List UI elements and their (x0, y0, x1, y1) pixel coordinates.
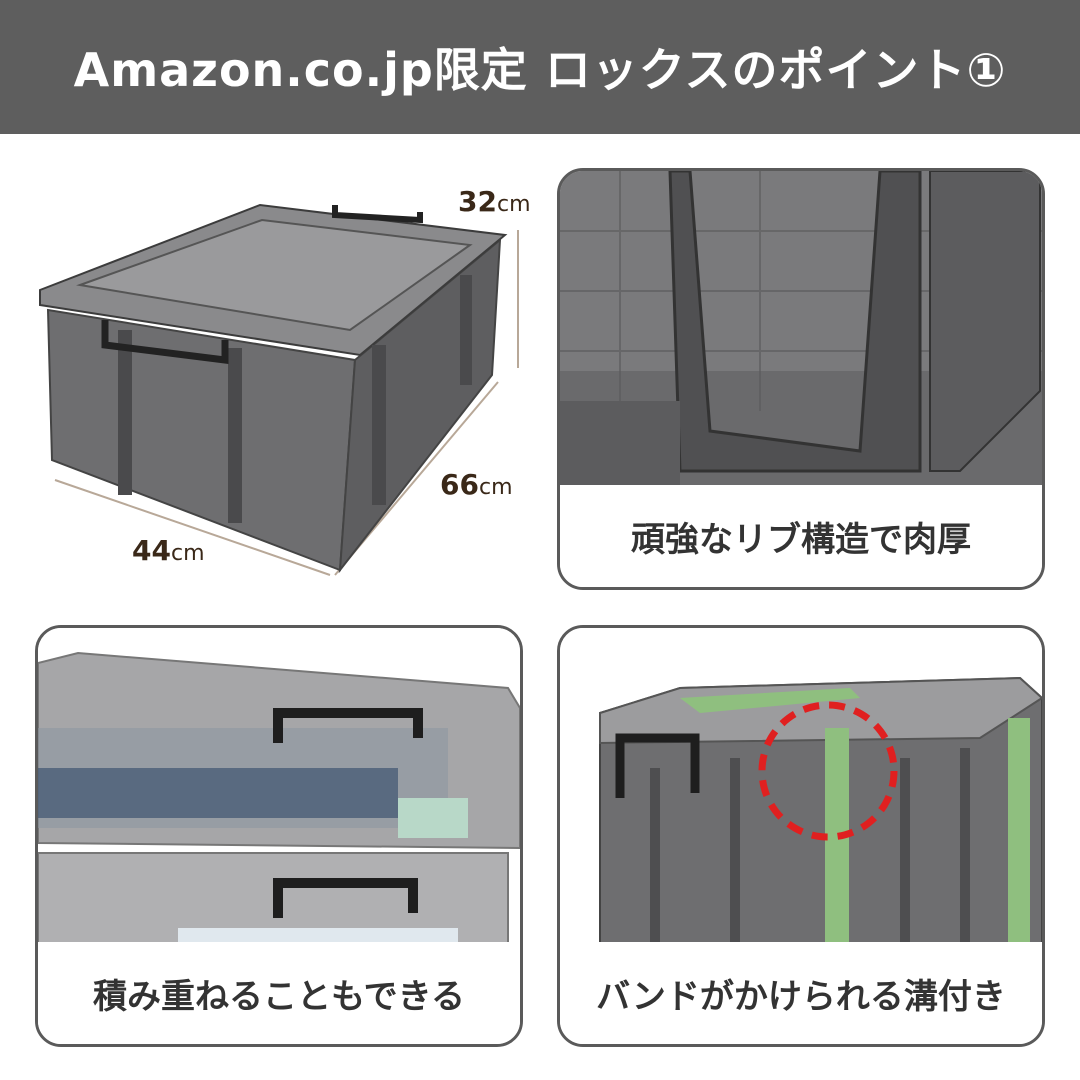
box-handle (273, 878, 418, 918)
box-rib (228, 348, 242, 523)
box-rib (460, 275, 472, 385)
band-strap (680, 688, 860, 713)
box-handle (332, 205, 423, 224)
height-label: 32cm (458, 185, 531, 218)
box-lid-panel (76, 218, 473, 332)
band-caption: バンドがかけられる溝付き (560, 942, 1042, 1044)
rib-caption: 頑強なリブ構造で肉厚 (560, 485, 1042, 587)
stacking-panel: 積み重ねることもできる (35, 625, 523, 1047)
band-groove-panel: バンドがかけられる溝付き (557, 625, 1045, 1047)
box-handle (101, 320, 229, 364)
width-dimension-line (54, 479, 331, 576)
stacking-caption: 積み重ねることもできる (38, 942, 520, 1044)
storage-box-image (39, 203, 519, 576)
height-value: 32 (458, 185, 497, 218)
box-handle (615, 733, 700, 798)
rib-shape (668, 171, 922, 473)
documents (398, 798, 468, 838)
band-strap (1008, 718, 1030, 948)
stacked-boxes-image (38, 628, 520, 948)
width-label: 44cm (132, 534, 205, 567)
band-groove-image (560, 628, 1042, 948)
product-illustration: 32cm 66cm 44cm (0, 150, 550, 590)
groove-highlight-circle (758, 701, 898, 841)
height-unit: cm (496, 192, 531, 217)
documents (38, 768, 398, 818)
rib-closeup-image (560, 171, 1042, 491)
depth-unit: cm (478, 475, 513, 500)
depth-label: 66cm (440, 468, 513, 501)
rib-structure-panel: 頑強なリブ構造で肉厚 (557, 168, 1045, 590)
header-title: Amazon.co.jp限定 ロックスのポイント① (73, 43, 1007, 97)
depth-value: 66 (440, 468, 479, 501)
box-handle (273, 708, 423, 743)
box-rib (372, 345, 386, 505)
width-value: 44 (132, 534, 171, 567)
header-banner: Amazon.co.jp限定 ロックスのポイント① (0, 0, 1080, 134)
box-rib (118, 330, 132, 495)
width-unit: cm (170, 541, 205, 566)
